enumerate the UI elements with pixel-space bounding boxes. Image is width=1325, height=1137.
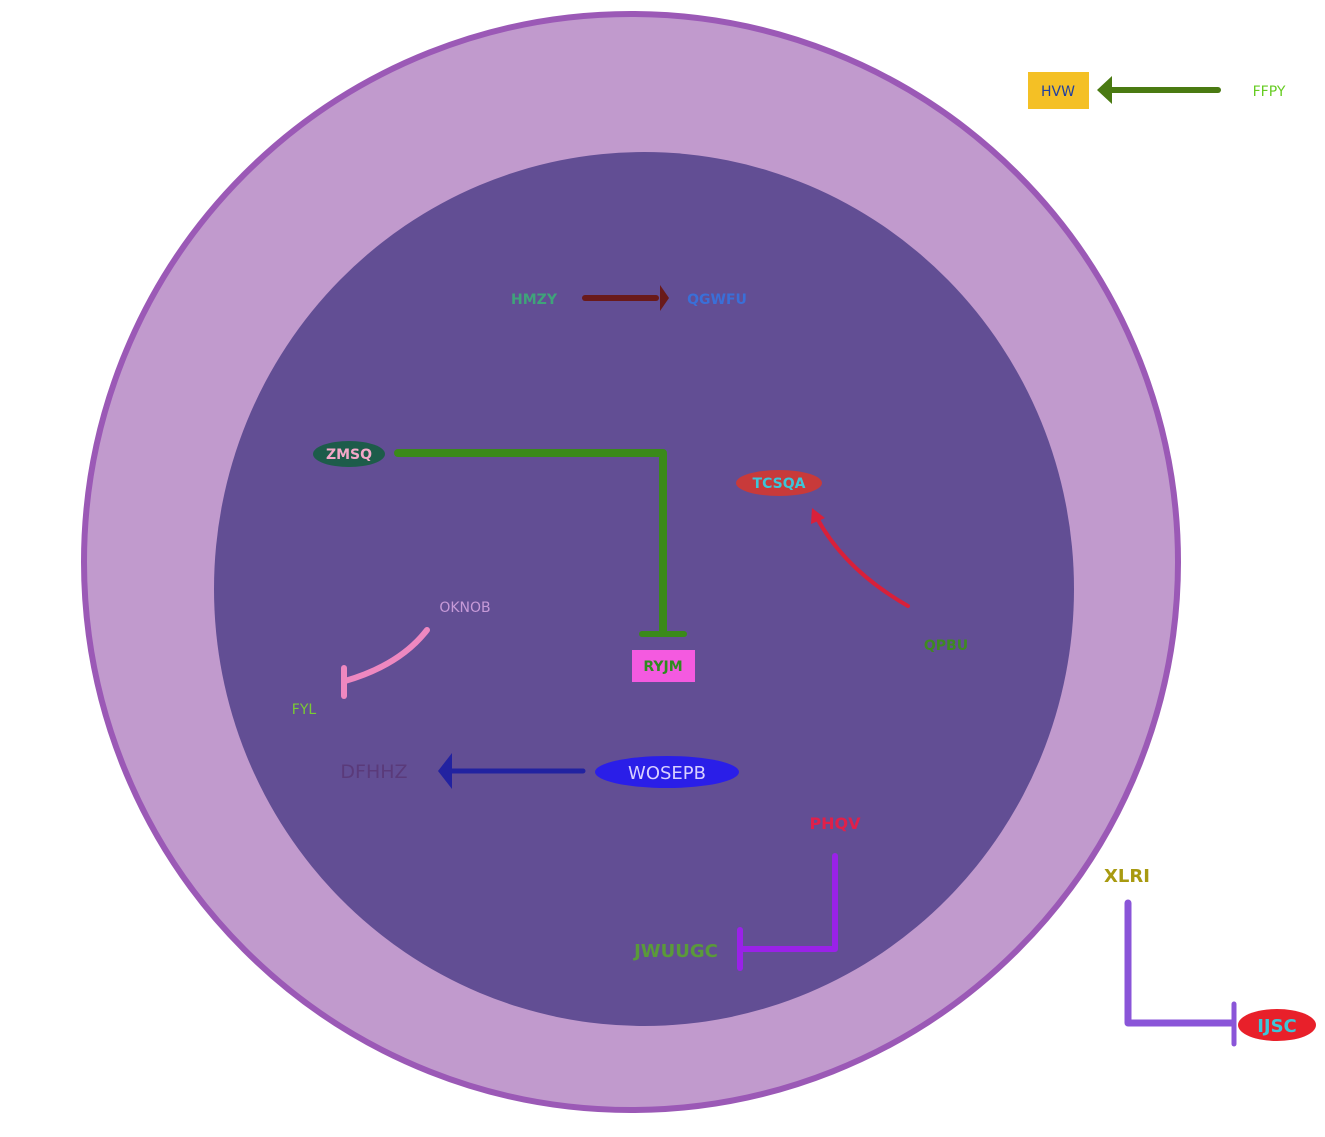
svg-text:FFPY: FFPY — [1253, 84, 1286, 100]
node-wosepb[interactable]: WOSEPB — [595, 756, 739, 788]
svg-text:PHQV: PHQV — [809, 814, 861, 833]
node-qpbu[interactable]: QPBU — [924, 638, 968, 654]
svg-text:TCSQA: TCSQA — [753, 476, 806, 492]
edge-hmzy-qgwfu — [582, 285, 669, 311]
svg-text:QPBU: QPBU — [924, 638, 968, 654]
svg-text:HMZY: HMZY — [511, 292, 558, 308]
edge-xlri-ijsc — [1124, 899, 1237, 1047]
node-ryjm[interactable]: RYJM — [632, 650, 695, 682]
inner-compartment — [214, 152, 1074, 1026]
svg-text:ZMSQ: ZMSQ — [326, 447, 372, 463]
node-oknob[interactable]: OKNOB — [439, 600, 490, 616]
node-ffpy[interactable]: FFPY — [1253, 84, 1286, 100]
node-phqv[interactable]: PHQV — [809, 814, 861, 833]
svg-text:IJSC: IJSC — [1257, 1016, 1297, 1037]
svg-text:HVW: HVW — [1041, 84, 1075, 100]
node-fyl[interactable]: FYL — [292, 702, 317, 718]
node-qgwfu[interactable]: QGWFU — [687, 292, 747, 308]
edge-zmsq-ryjm — [394, 449, 687, 637]
svg-text:RYJM: RYJM — [643, 659, 682, 675]
svg-text:DFHHZ: DFHHZ — [340, 761, 407, 783]
node-ijsc[interactable]: IJSC — [1238, 1009, 1316, 1041]
edge-ffpy-hvw — [1097, 76, 1221, 104]
svg-text:JWUUGC: JWUUGC — [632, 941, 718, 962]
edge-oknob-fyl — [341, 627, 430, 699]
node-hmzy[interactable]: HMZY — [511, 292, 558, 308]
edge-qpbu-tcsqa — [811, 508, 910, 608]
node-xlri[interactable]: XLRI — [1104, 866, 1150, 887]
svg-text:OKNOB: OKNOB — [439, 600, 490, 616]
svg-text:WOSEPB: WOSEPB — [628, 763, 706, 784]
svg-text:XLRI: XLRI — [1104, 866, 1150, 887]
node-dfhhz[interactable]: DFHHZ — [340, 761, 407, 783]
node-hvw[interactable]: HVW — [1028, 72, 1089, 109]
edge-phqv-jwuugc — [737, 853, 838, 971]
edge-wosepb-dfhhz — [438, 753, 586, 789]
node-tcsqa[interactable]: TCSQA — [736, 470, 822, 496]
node-zmsq[interactable]: ZMSQ — [313, 441, 385, 467]
svg-text:FYL: FYL — [292, 702, 317, 718]
svg-text:QGWFU: QGWFU — [687, 292, 747, 308]
node-jwuugc[interactable]: JWUUGC — [632, 941, 718, 962]
